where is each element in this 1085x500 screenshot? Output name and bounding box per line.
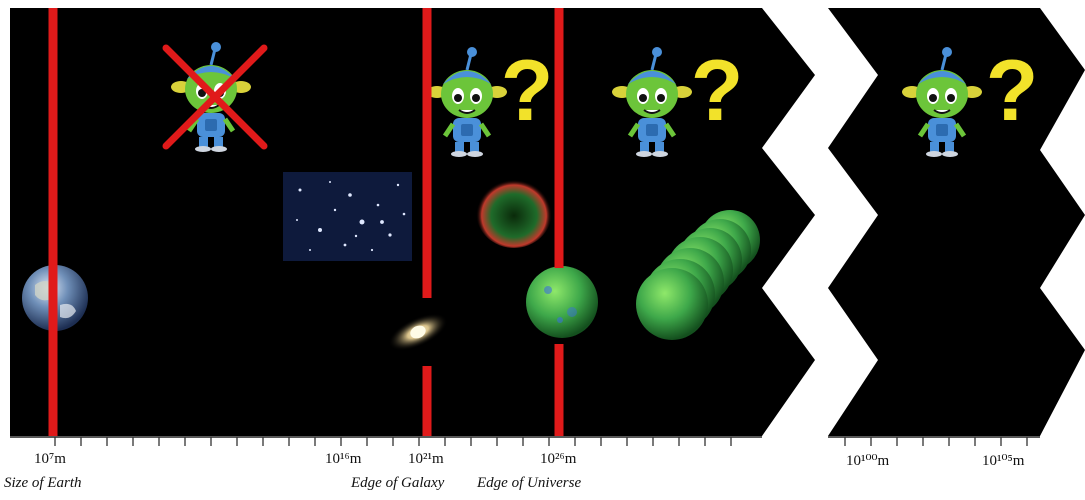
question-mark: ? xyxy=(691,43,744,139)
question-mark: ? xyxy=(501,43,554,139)
tick-label-1e100: 10¹⁰⁰m xyxy=(846,453,890,469)
tick-label-universe: 10²⁶m xyxy=(540,451,577,467)
caption-universe: Edge of Universe xyxy=(477,475,582,491)
universe-sphere-icon xyxy=(526,266,598,338)
question-mark: ? xyxy=(986,43,1039,139)
scale-ticks xyxy=(54,437,1028,446)
universe-panel-far xyxy=(828,8,1085,436)
caption-galaxy: Edge of Galaxy xyxy=(351,475,445,491)
tick-label-galaxy: 10²¹m xyxy=(408,451,444,467)
tick-label-1e16: 10¹⁶m xyxy=(325,451,362,467)
galaxy-icon xyxy=(388,313,448,351)
tick-label-earth: 10⁷m xyxy=(34,451,66,467)
cross-icon xyxy=(162,44,268,150)
caption-earth: Size of Earth xyxy=(4,475,82,491)
star-field-icon xyxy=(283,172,412,261)
tick-label-1e105: 10¹⁰⁵m xyxy=(982,453,1025,469)
multiverse-spheres-icon xyxy=(636,210,760,340)
cmb-sphere-icon xyxy=(476,176,552,248)
